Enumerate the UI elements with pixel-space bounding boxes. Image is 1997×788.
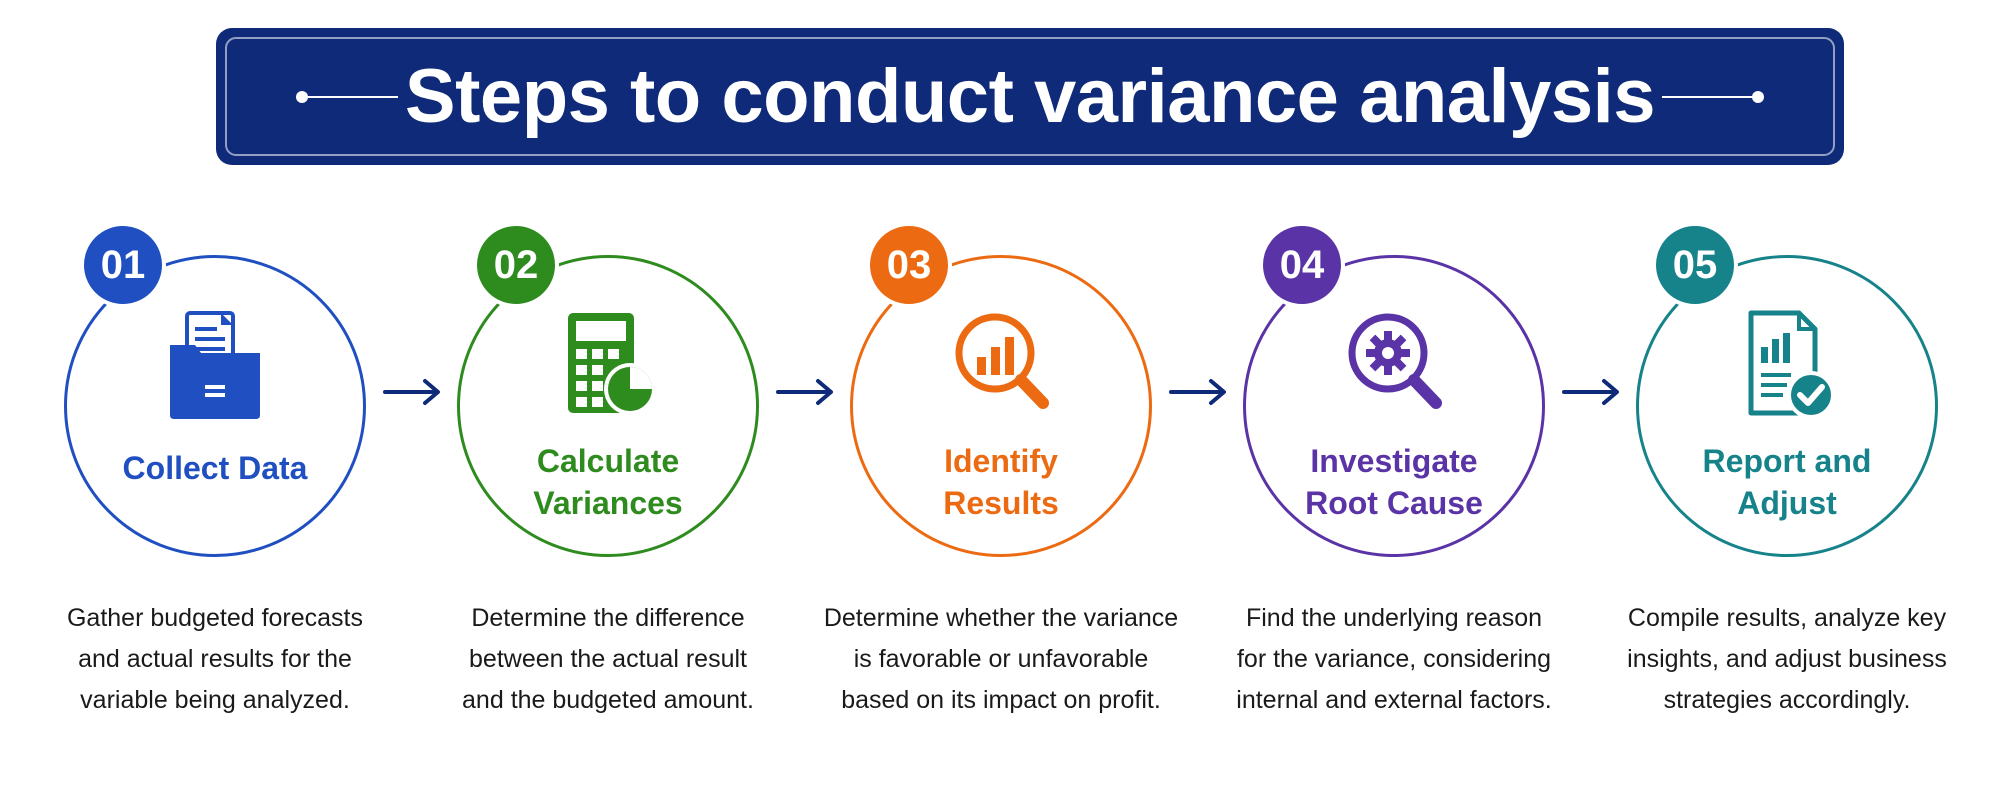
step-title: Report and Adjust <box>1636 440 1938 524</box>
step-number-badge: 05 <box>1652 222 1738 308</box>
arrow-right-icon <box>776 379 833 405</box>
step-title-line: Calculate <box>536 443 680 479</box>
step-description: Determine whether the variance is favora… <box>816 598 1186 721</box>
step-1: 01 Collect Data Gather budgeted forecast… <box>50 0 380 788</box>
step-description-line: variable being analyzed. <box>80 686 350 714</box>
step-description-line: Compile results, analyze key <box>1627 604 1947 632</box>
step-description: Find the underlying reason for the varia… <box>1209 598 1579 721</box>
arrow-right-icon <box>1169 379 1226 405</box>
step-description-line: Gather budgeted forecasts <box>66 604 364 632</box>
arrow-right-icon <box>383 379 440 405</box>
report-checkmark-icon <box>1748 310 1835 419</box>
title-decoration-right <box>1654 90 1764 104</box>
magnifier-gear-icon <box>1348 313 1442 409</box>
step-title-line: Identify <box>944 443 1058 479</box>
step-description-line: Determine the difference <box>471 604 745 632</box>
title-banner-border <box>225 37 1835 156</box>
step-number-badge: 03 <box>866 222 952 308</box>
step-3: 03 Identify Results Determine whether th… <box>824 0 1178 788</box>
step-number-badge: 01 <box>80 222 166 308</box>
step-description: Determine the difference between the act… <box>423 598 793 721</box>
step-title: Collect Data <box>64 447 366 489</box>
step-description-line: and actual results for the <box>78 645 352 673</box>
step-description-line: is favorable or unfavorable <box>853 645 1149 673</box>
step-description-line: internal and external factors. <box>1236 686 1552 714</box>
step-title-line: Collect Data <box>122 450 308 486</box>
step-description: Gather budgeted forecasts and actual res… <box>30 598 400 721</box>
step-title-line: Adjust <box>1737 485 1837 521</box>
arrow-right-icon <box>1562 379 1619 405</box>
step-title-line: Results <box>943 485 1059 521</box>
step-title: Calculate Variances <box>457 440 759 524</box>
step-2: 02 Calculate Variances Determine the dif… <box>443 0 773 788</box>
step-description-line: based on its impact on profit. <box>841 686 1161 714</box>
step-description-line: Find the underlying reason <box>1245 604 1543 632</box>
magnifier-bar-chart-icon <box>955 313 1049 409</box>
step-title-line: Investigate <box>1310 443 1478 479</box>
folder-document-icon <box>170 311 260 419</box>
step-4: 04 Investigate Root Cause Find the under… <box>1229 0 1559 788</box>
step-description-line: between the actual result <box>469 645 747 673</box>
step-title-line: Root Cause <box>1305 485 1483 521</box>
step-title: Investigate Root Cause <box>1243 440 1545 524</box>
step-number-badge: 02 <box>473 222 559 308</box>
title-decoration-left <box>296 90 406 104</box>
step-description-line: insights, and adjust business <box>1627 645 1947 673</box>
step-title-line: Report and <box>1702 443 1872 479</box>
step-description-line: Determine whether the variance <box>823 604 1179 632</box>
calculator-pie-chart-icon <box>568 313 656 415</box>
step-5: 05 Report and Adjust Compile results, an… <box>1622 0 1952 788</box>
step-description-line: strategies accordingly. <box>1663 686 1911 714</box>
step-description: Compile results, analyze key insights, a… <box>1602 598 1972 721</box>
step-number-badge: 04 <box>1259 222 1345 308</box>
step-description-line: for the variance, considering <box>1236 645 1552 673</box>
page-title: Steps to conduct variance analysis <box>404 54 1656 139</box>
title-banner: Steps to conduct variance analysis <box>216 28 1844 165</box>
step-title: Identify Results <box>850 440 1152 524</box>
step-title-line: Variances <box>533 485 683 521</box>
step-description-line: and the budgeted amount. <box>462 686 754 714</box>
